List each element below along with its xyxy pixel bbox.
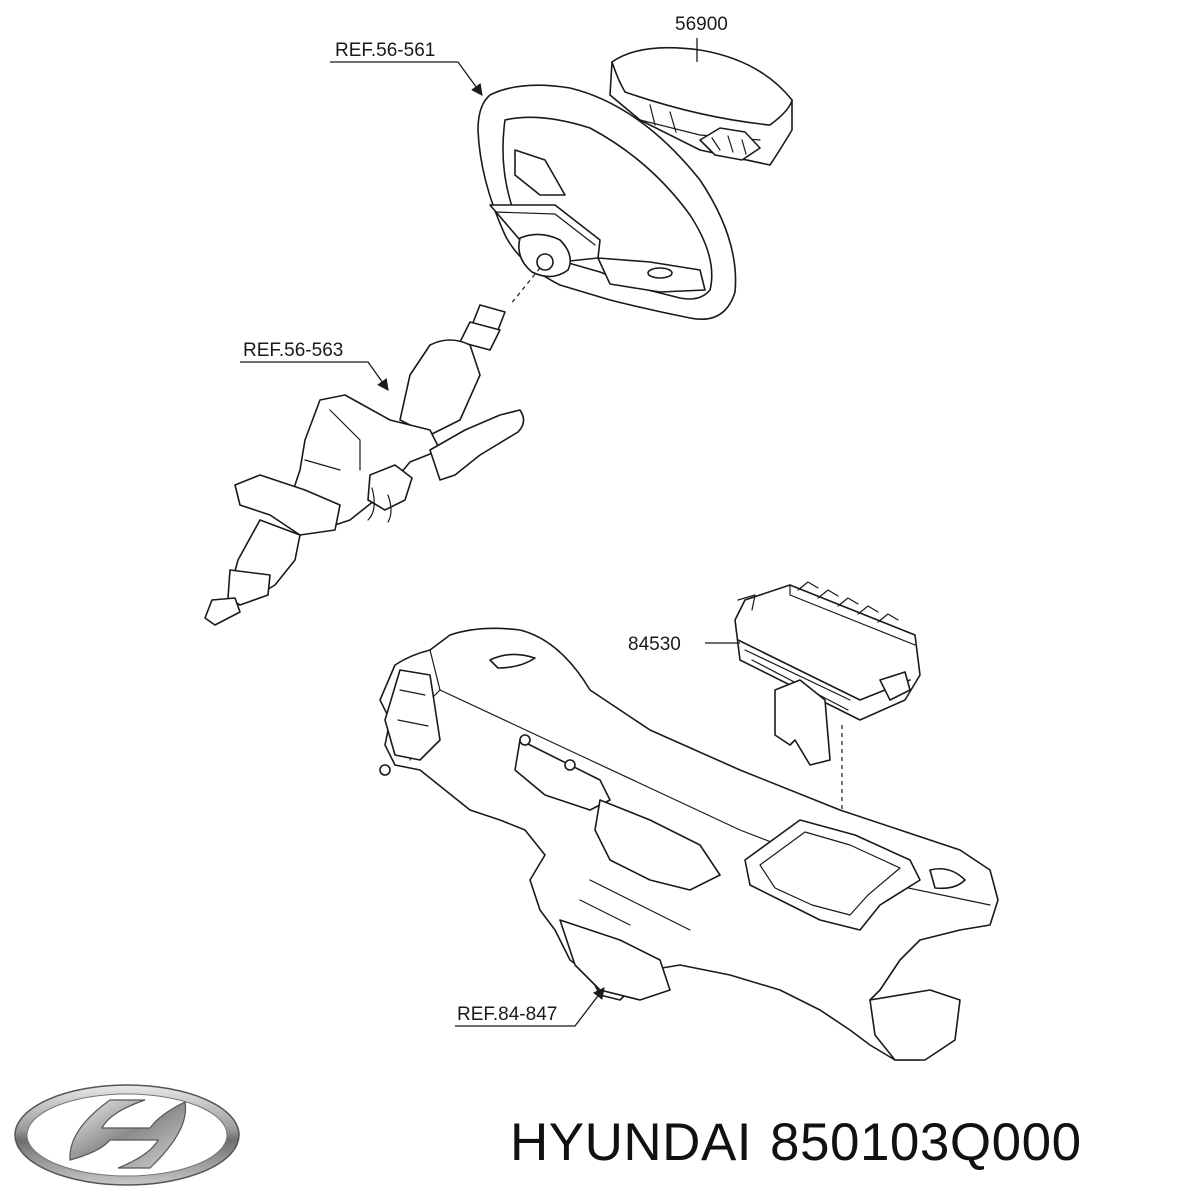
passenger-airbag-module: [734, 581, 921, 766]
callout-label-56900: 56900: [675, 14, 728, 35]
steering-column: [204, 304, 525, 626]
steering-wheel: [477, 84, 737, 320]
callout-label-ref-84-847: REF.84-847: [457, 1004, 557, 1025]
callout-label-ref-56-561: REF.56-561: [335, 40, 435, 61]
callout-84530: 84530: [628, 634, 740, 655]
callout-56900: 56900: [675, 14, 728, 62]
callout-label-ref-56-563: REF.56-563: [243, 340, 343, 361]
part-number: 850103Q000: [770, 1113, 1082, 1172]
callout-ref-84-847: REF.84-847: [455, 987, 605, 1027]
part-identifier: HYUNDAI 850103Q000: [510, 1108, 1190, 1178]
crash-pad-dashboard: [379, 627, 999, 1061]
hyundai-logo: [14, 1084, 240, 1186]
callout-label-84530: 84530: [628, 634, 681, 655]
callout-ref-56-561: REF.56-561: [330, 40, 483, 96]
driver-airbag-module: [609, 46, 793, 166]
brand-name: HYUNDAI: [510, 1113, 753, 1172]
callout-ref-56-563: REF.56-563: [240, 340, 389, 391]
